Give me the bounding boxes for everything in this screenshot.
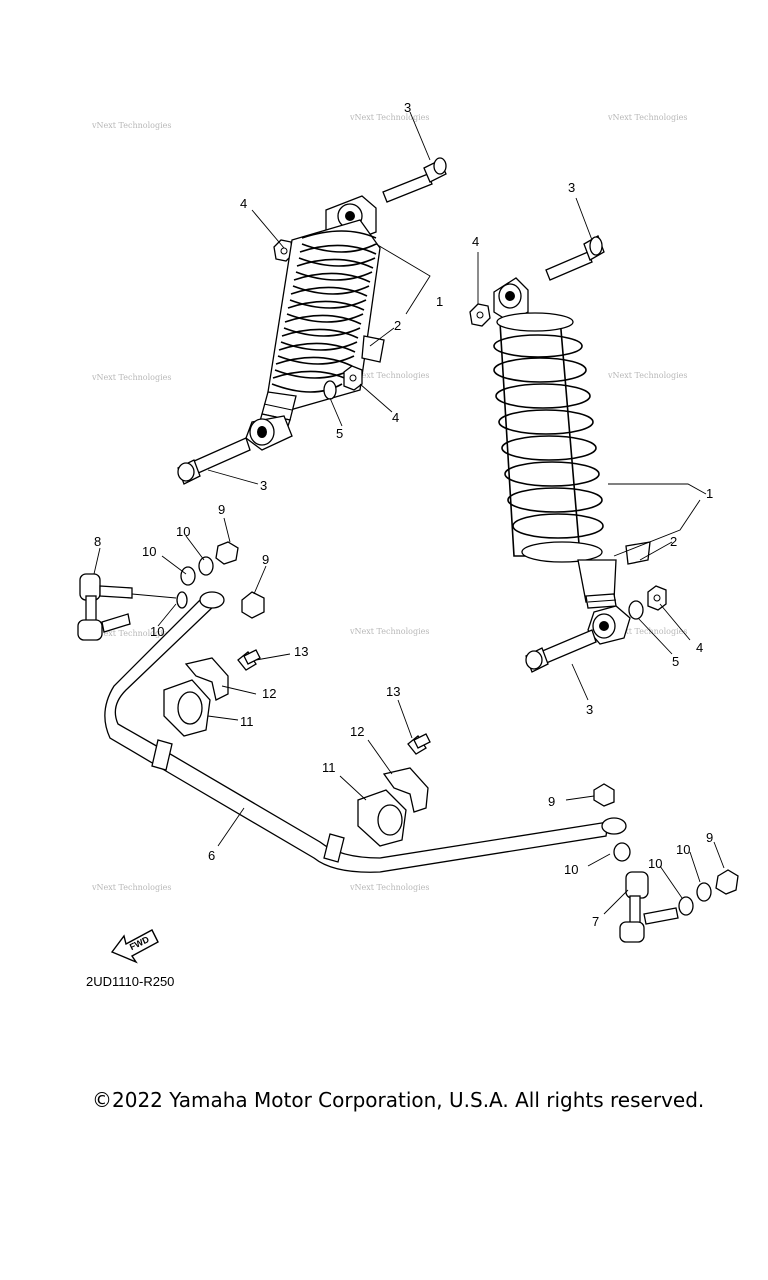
callout-13: 13 (294, 644, 308, 659)
nut-lower-right (647, 585, 667, 611)
callout-9: 9 (548, 794, 555, 809)
bushing-bracket-right (357, 733, 431, 847)
right-shock-upper-eye (493, 277, 529, 323)
washer-right-shock (628, 600, 644, 620)
left-shock-lower-body (245, 391, 297, 451)
callout-9: 9 (706, 830, 713, 845)
callout-1: 1 (706, 486, 713, 501)
callout-4: 4 (472, 234, 479, 249)
callout-4: 4 (696, 640, 703, 655)
watermarks: vNext Technologies vNext Technologies vN… (91, 113, 687, 892)
left-shock-absorber (177, 157, 447, 485)
callout-10: 10 (150, 624, 164, 639)
bolt-top-left (382, 157, 447, 203)
watermark: vNext Technologies (349, 627, 429, 636)
right-shock-spring (493, 312, 604, 563)
washer-left-shock (323, 380, 337, 400)
watermark: vNext Technologies (607, 113, 687, 122)
callout-10: 10 (564, 862, 578, 877)
callout-12: 12 (350, 724, 364, 739)
watermark: vNext Technologies (91, 629, 171, 638)
bushing-bracket-left (163, 649, 261, 737)
watermark: vNext Technologies (91, 373, 171, 382)
callout-10: 10 (676, 842, 690, 857)
bolt-bottom-right (525, 629, 597, 673)
callout-11: 11 (240, 714, 254, 729)
callout-2: 2 (670, 534, 677, 549)
watermark: vNext Technologies (91, 121, 171, 130)
bolt-bottom-left (177, 437, 251, 485)
nut-lower-left (343, 365, 363, 391)
callout-5: 5 (336, 426, 343, 441)
end-link-right (619, 871, 679, 943)
bolt-top-right (545, 235, 605, 281)
right-shock-absorber (469, 235, 667, 673)
left-link-hardware (176, 541, 265, 619)
callout-2: 2 (394, 318, 401, 333)
label-plate-left (361, 335, 385, 363)
watermark: vNext Technologies (607, 627, 687, 636)
right-link-hardware (593, 783, 739, 916)
callouts: 3 4 1 2 4 5 3 3 4 1 2 4 5 3 8 10 10 9 9 … (94, 100, 713, 929)
callout-10: 10 (648, 856, 662, 871)
watermark: vNext Technologies (349, 883, 429, 892)
callout-12: 12 (262, 686, 276, 701)
callout-3: 3 (568, 180, 575, 195)
callout-9: 9 (262, 552, 269, 567)
leader-lines (93, 111, 725, 915)
callout-4: 4 (240, 196, 247, 211)
callout-6: 6 (208, 848, 215, 863)
watermark: vNext Technologies (607, 371, 687, 380)
right-shock-lower-body (577, 559, 631, 645)
left-shock-spring (267, 219, 381, 411)
callout-10: 10 (142, 544, 156, 559)
watermark: vNext Technologies (349, 113, 429, 122)
callout-10: 10 (176, 524, 190, 539)
nut-top-right (469, 303, 491, 327)
diagram-code: 2UD1110-R250 (86, 974, 174, 989)
end-link-left (77, 573, 133, 641)
callout-4: 4 (392, 410, 399, 425)
callout-8: 8 (94, 534, 101, 549)
callout-7: 7 (592, 914, 599, 929)
callout-13: 13 (386, 684, 400, 699)
callout-1: 1 (436, 294, 443, 309)
stabilizer-bar (104, 591, 627, 873)
watermark: vNext Technologies (349, 371, 429, 380)
callout-11: 11 (322, 760, 336, 775)
copyright-notice: ©2022 Yamaha Motor Corporation, U.S.A. A… (92, 1088, 705, 1112)
watermark: vNext Technologies (91, 883, 171, 892)
label-plate-right (625, 541, 651, 565)
callout-9: 9 (218, 502, 225, 517)
callout-3: 3 (260, 478, 267, 493)
callout-5: 5 (672, 654, 679, 669)
callout-3: 3 (404, 100, 411, 115)
callout-3: 3 (586, 702, 593, 717)
fwd-arrow-icon: FWD (110, 929, 159, 964)
